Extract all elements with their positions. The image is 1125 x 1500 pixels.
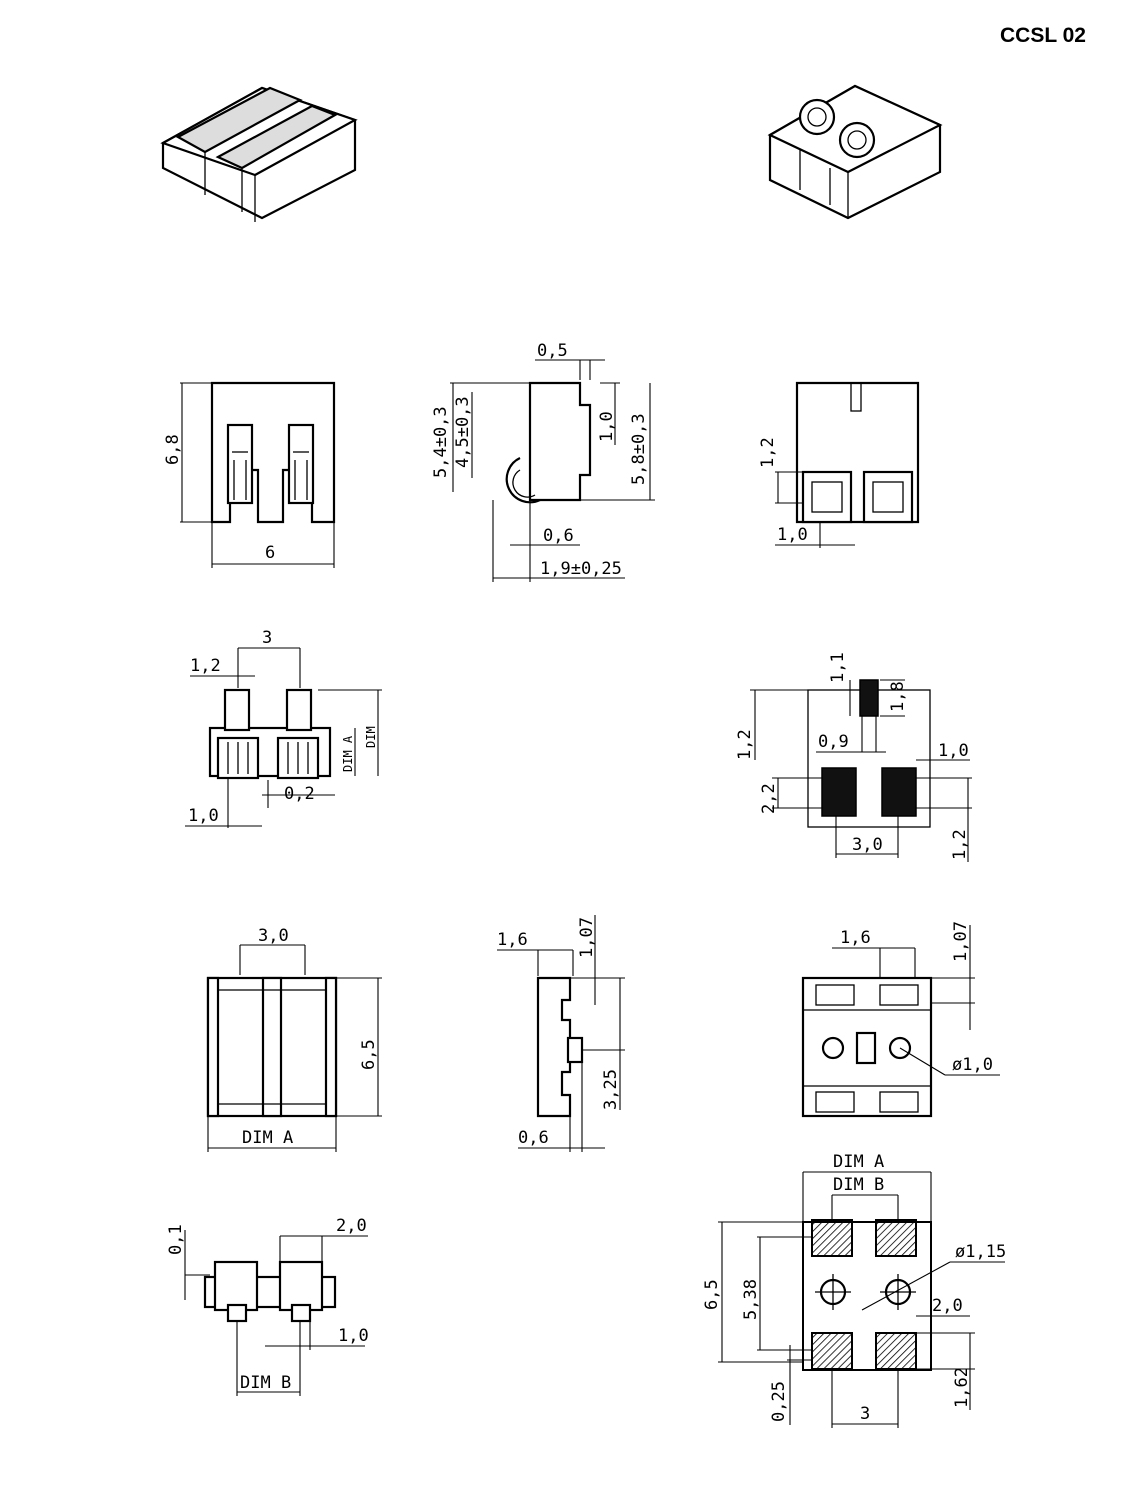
side-view-a: 6,8 6 xyxy=(163,381,336,568)
dim-ss-dimb: DIM B xyxy=(240,1373,291,1393)
dim-bv-h: 1,07 xyxy=(951,921,971,962)
dim-ss-t: 0,1 xyxy=(166,1224,186,1255)
dim-fp-right: 1,0 xyxy=(938,741,969,761)
top-view: 3,0 6,5 DIM A xyxy=(206,926,382,1152)
pcb-layout: DIM A DIM B ø1,15 6,5 5,38 2,0 1,62 0,25… xyxy=(702,1152,1006,1428)
dim-fp-bottom: 1,2 xyxy=(950,829,970,860)
iso-view-top xyxy=(160,86,358,222)
dim-pcb-pitch: 3 xyxy=(860,1404,870,1424)
footprint-small: 1,1 1,8 1,2 0,9 1,0 2,2 1,2 3,0 xyxy=(735,652,972,862)
dim-total-height: 5,4±0,3 xyxy=(431,406,451,478)
side-profile-2: 1,6 1,07 3,25 0,6 xyxy=(497,915,625,1152)
dim-pcb-pad-h: 1,62 xyxy=(952,1367,972,1408)
dim-sp2-h: 1,07 xyxy=(577,917,597,958)
dim-pcb-dima: DIM A xyxy=(833,1152,884,1172)
dim-pcb-height: 6,5 xyxy=(702,1279,722,1310)
dim-pcb-hole: ø1,15 xyxy=(955,1242,1006,1262)
dim-pitch-w: 1,0 xyxy=(777,525,808,545)
dim-fp-pitch: 3,0 xyxy=(852,835,883,855)
dim-base-width: 1,9±0,25 xyxy=(540,559,622,579)
dim-sp2-w: 1,6 xyxy=(497,930,528,950)
dim-pcb-inner-height: 5,38 xyxy=(741,1279,761,1320)
side-view-b: 1,2 1,0 xyxy=(758,381,920,548)
dim-front-dima: DIM A xyxy=(341,735,355,772)
front-view: 3 1,2 DIM A DIM 0,2 1,0 xyxy=(185,628,382,828)
dim-fp-gap: 0,9 xyxy=(818,732,849,752)
dim-front-gap: 0,2 xyxy=(284,784,315,804)
dim-bv-hole: ø1,0 xyxy=(952,1055,993,1075)
dim-pcb-pad-w: 2,0 xyxy=(932,1296,963,1316)
dim-fp-w1: 1,1 xyxy=(828,652,848,683)
dim-slot-height: 1,2 xyxy=(758,437,778,468)
dim-right-height: 5,8±0,3 xyxy=(629,413,649,485)
dim-top-width: DIM A xyxy=(242,1128,293,1148)
side-small: 0,1 2,0 1,0 DIM B xyxy=(166,1216,369,1396)
dim-front-slot: 1,2 xyxy=(190,656,221,676)
dim-width-label: 6 xyxy=(265,543,275,563)
iso-view-bottom xyxy=(767,84,943,220)
dim-offset: 1,0 xyxy=(597,411,617,442)
dim-gap-small: 0,6 xyxy=(543,526,574,546)
drawing-title: CCSL 02 xyxy=(1000,24,1086,47)
dim-sp2-base: 0,6 xyxy=(518,1128,549,1148)
dim-bv-w: 1,6 xyxy=(840,928,871,948)
profile-view: 0,5 5,4±0,3 4,5±0,3 1,0 5,8±0,3 0,6 1,9±… xyxy=(431,341,655,582)
dim-height-label: 6,8 xyxy=(163,434,183,465)
dim-pcb-dimb: DIM B xyxy=(833,1175,884,1195)
dim-front-foot: 1,0 xyxy=(188,806,219,826)
dim-front-pitch: 3 xyxy=(262,628,272,648)
dim-top-height: 6,5 xyxy=(359,1039,379,1070)
dim-ss-w: 2,0 xyxy=(336,1216,367,1236)
dim-ss-foot: 1,0 xyxy=(338,1326,369,1346)
dim-body-height: 4,5±0,3 xyxy=(453,396,473,468)
dim-fp-w2: 1,8 xyxy=(888,681,908,712)
dim-front-dim: DIM xyxy=(364,726,378,748)
dim-top-pitch: 3,0 xyxy=(258,926,289,946)
dim-pcb-gap: 0,25 xyxy=(769,1381,789,1422)
dim-sp2-mid: 3,25 xyxy=(601,1069,621,1110)
bottom-view: 1,6 1,07 ø1,0 xyxy=(801,921,1000,1118)
dim-fp-pad-h: 2,2 xyxy=(759,783,779,814)
dim-top-gap: 0,5 xyxy=(537,341,568,361)
dim-fp-height: 1,2 xyxy=(735,729,755,760)
